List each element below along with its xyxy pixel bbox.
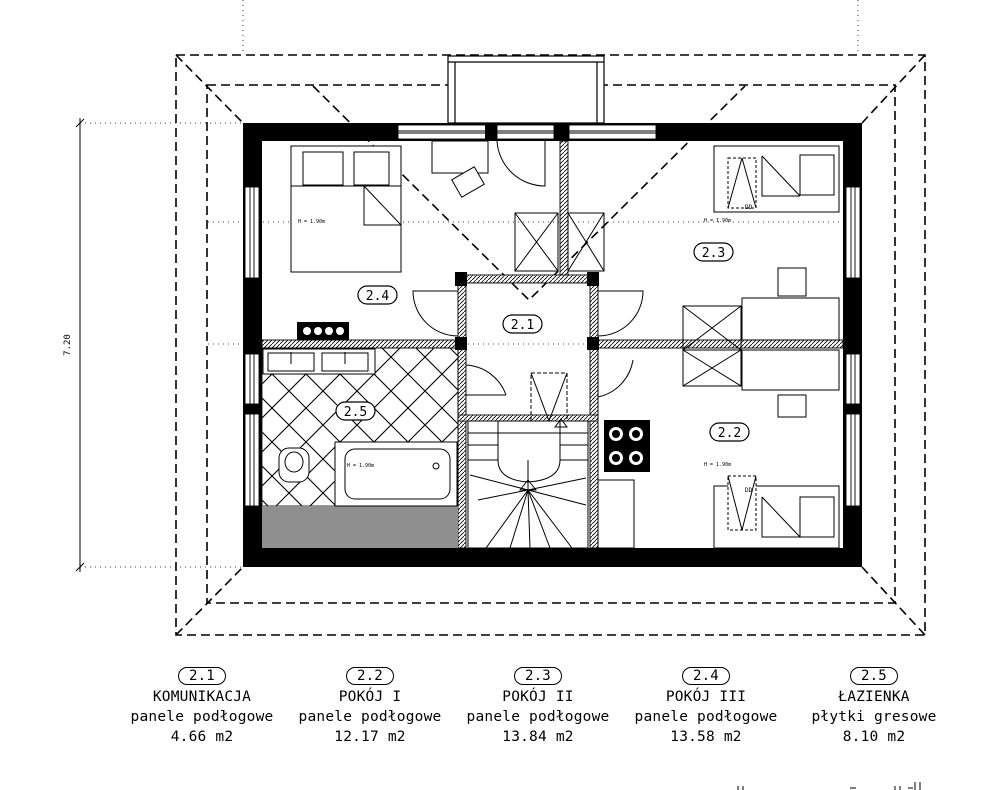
floor-plan: 7.20 [63,0,926,636]
room-tag-2-1: 2.1 [511,318,534,333]
legend-floor-finish: płytki gresowe [811,709,937,725]
staircase [467,420,589,549]
radiator [297,322,349,340]
legend-room-name: POKÓJ II [502,689,574,705]
room-tag-2-3: 2.3 [702,246,725,261]
room-legend: 2.1 KOMUNIKACJA panele podłogowe 4.66 m2… [118,666,958,747]
room-tag-2-4: 2.4 [366,289,390,304]
legend-entry-2-5: 2.5 ŁAZIENKA płytki gresowe 8.10 m2 [790,666,958,747]
room-2-2-door-mark: DD [745,487,753,494]
legend-entry-2-4: 2.4 POKÓJ III panele podłogowe 13.58 m2 [622,666,790,747]
dormer [447,55,605,124]
legend-number: 2.1 [178,667,226,685]
room-2-3-height-note: H = 1.90m [704,218,731,224]
room-2-4-furniture [290,140,489,273]
legend-number: 2.4 [682,667,730,685]
legend-entry-2-3: 2.3 POKÓJ II panele podłogowe 13.84 m2 [454,666,622,747]
bathroom-fixtures [262,348,458,507]
legend-area: 12.17 m2 [334,729,406,745]
legend-number: 2.2 [346,667,394,685]
room-2-3-furniture [682,145,840,351]
legend-area: 4.66 m2 [170,729,234,745]
room-2-2-height-note: H = 1.90m [704,462,731,468]
height-dimension-label: 7.20 [63,334,73,356]
legend-room-name: KOMUNIKACJA [152,689,252,705]
doors [412,140,644,398]
legend-room-name: POKÓJ III [665,689,747,705]
cropped-bottom-marks [737,782,921,790]
chimney-boxes [514,212,605,272]
hallway-box [530,372,568,428]
room-2-3-door-mark: DD [745,204,753,211]
legend-floor-finish: panele podłogowe [634,709,778,725]
legend-area: 13.58 m2 [670,729,742,745]
legend-entry-2-1: 2.1 KOMUNIKACJA panele podłogowe 4.66 m2 [118,666,286,747]
legend-room-name: ŁAZIENKA [838,689,910,705]
legend-area: 13.84 m2 [502,729,574,745]
legend-area: 8.10 m2 [842,729,906,745]
bath-height-note: H = 1.90m [347,463,374,469]
room-tags [335,242,750,442]
room-2-4-height-note: H = 1.90m [298,219,325,225]
legend-floor-finish: panele podłogowe [298,709,442,725]
height-dimension [75,118,85,572]
top-windows [397,124,657,140]
legend-room-name: POKÓJ I [338,689,402,705]
cooktop [604,420,650,472]
wall-pillars [243,123,862,350]
legend-number: 2.5 [850,667,898,685]
side-windows [244,186,861,507]
legend-floor-finish: panele podłogowe [466,709,610,725]
legend-floor-finish: panele podłogowe [130,709,274,725]
legend-number: 2.3 [514,667,562,685]
room-2-2-furniture [597,349,840,549]
bathroom-tiled-ledge [262,506,458,548]
room-tag-2-5: 2.5 [344,405,367,420]
room-tag-2-2: 2.2 [718,426,741,441]
legend-entry-2-2: 2.2 POKÓJ I panele podłogowe 12.17 m2 [286,666,454,747]
